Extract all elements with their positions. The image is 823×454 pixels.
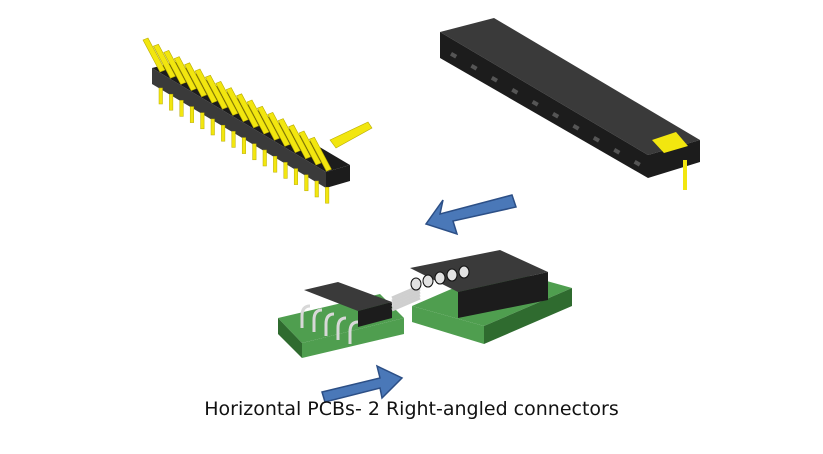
pin-header-icon [142, 37, 373, 204]
caption: Horizontal PCBs- 2 Right-angled connecto… [204, 398, 619, 420]
mated-connectors-icon [278, 250, 572, 358]
female-socket-icon [440, 18, 700, 190]
arrow-right-icon [321, 364, 404, 403]
arrow-left-icon [424, 194, 517, 236]
